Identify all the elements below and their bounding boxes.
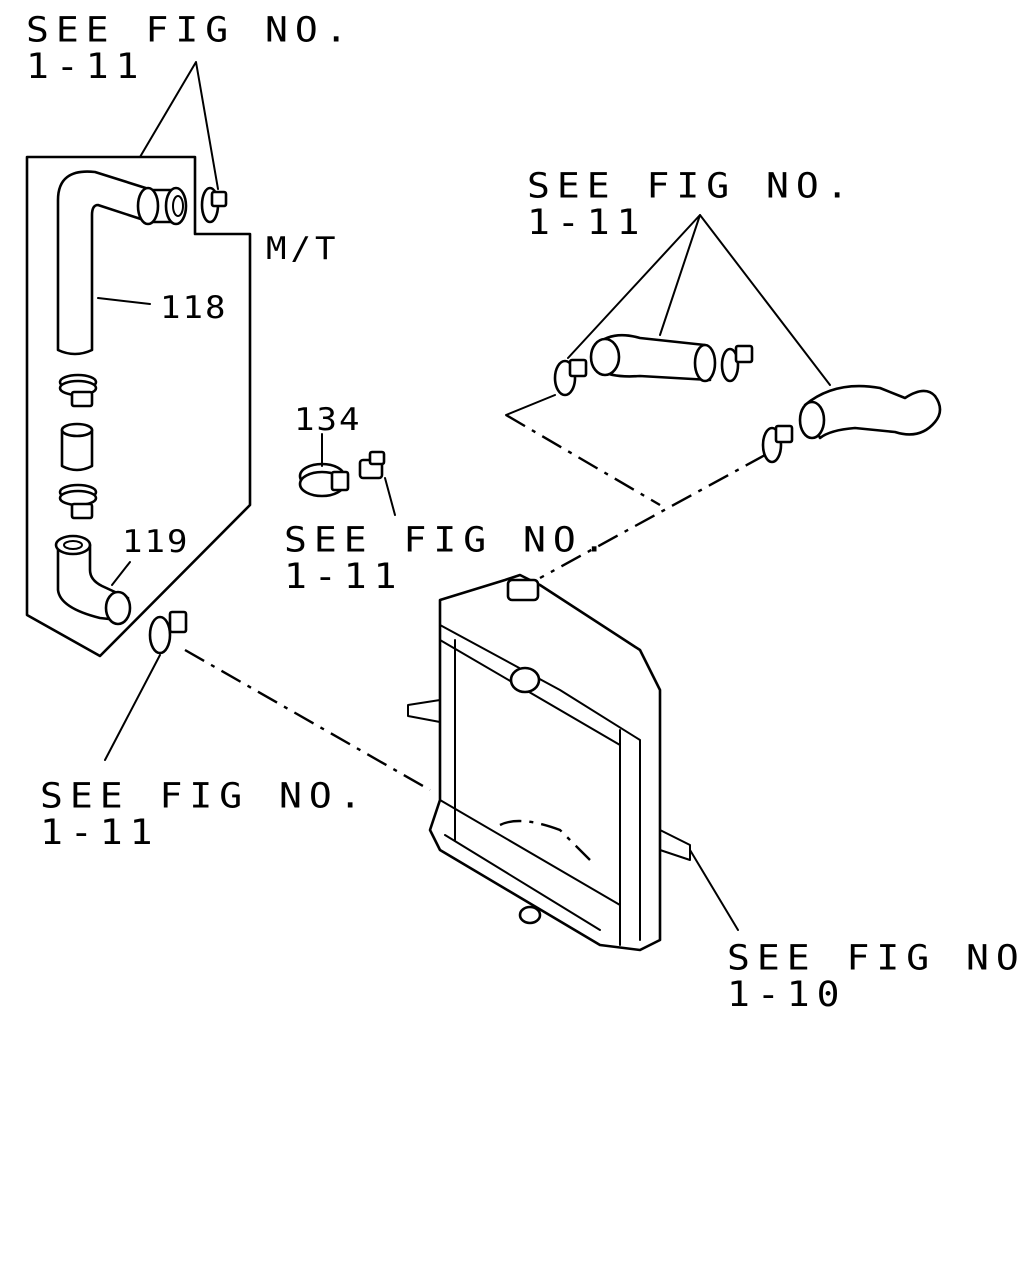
callout-lower-left: SEE FIG NO. 1-11 [40, 778, 369, 850]
callout-top-right: SEE FIG NO. 1-11 [527, 168, 856, 240]
clamp-icon [58, 483, 98, 520]
clamp-icon [720, 344, 754, 383]
assembly-line-right-1 [505, 413, 661, 507]
part-number-118: 118 [160, 289, 228, 327]
assembly-line-right-2 [539, 453, 766, 580]
hose-icon [54, 534, 132, 626]
variant-label: M/T [266, 230, 340, 268]
hose-icon [56, 170, 188, 356]
callout-lower-right: SEE FIG NO. 1-10 [727, 940, 1024, 1012]
leader-top-right [567, 214, 831, 386]
drain-plug-icon [358, 450, 396, 516]
hose-connector-icon [60, 422, 94, 472]
callout-middle-line2: 1-11 [284, 556, 404, 597]
clamp-icon [58, 373, 98, 408]
callout-middle: SEE FIG NO. 1-11 [284, 522, 613, 594]
hose-icon [589, 333, 717, 383]
clamp-icon [761, 424, 794, 464]
radiator-icon [407, 573, 739, 952]
callout-middle-line1: SEE FIG NO. [284, 519, 613, 560]
callout-lower-left-line1: SEE FIG NO. [40, 775, 369, 816]
part-number-134: 134 [294, 401, 362, 439]
callout-top-left-line1: SEE FIG NO. [26, 9, 355, 50]
callout-lower-right-line2: 1-10 [727, 974, 847, 1015]
leader-lower-left [104, 654, 161, 761]
clamp-icon [200, 186, 228, 224]
part-number-119: 119 [122, 523, 190, 561]
callout-lower-left-line2: 1-11 [40, 812, 160, 853]
callout-top-right-line1: SEE FIG NO. [527, 165, 856, 206]
callout-top-right-line2: 1-11 [527, 202, 647, 243]
hose-icon [798, 384, 942, 440]
clamp-icon [553, 358, 588, 397]
clamp-icon [148, 610, 188, 655]
mt-variant-boundary [25, 155, 252, 658]
callout-top-left: SEE FIG NO. 1-11 [26, 12, 355, 84]
assembly-line-left [184, 648, 431, 792]
leader-top-left [139, 61, 219, 190]
callout-top-left-line2: 1-11 [26, 46, 146, 87]
callout-lower-right-line1: SEE FIG NO. [727, 937, 1024, 978]
clamp-icon [298, 433, 350, 498]
